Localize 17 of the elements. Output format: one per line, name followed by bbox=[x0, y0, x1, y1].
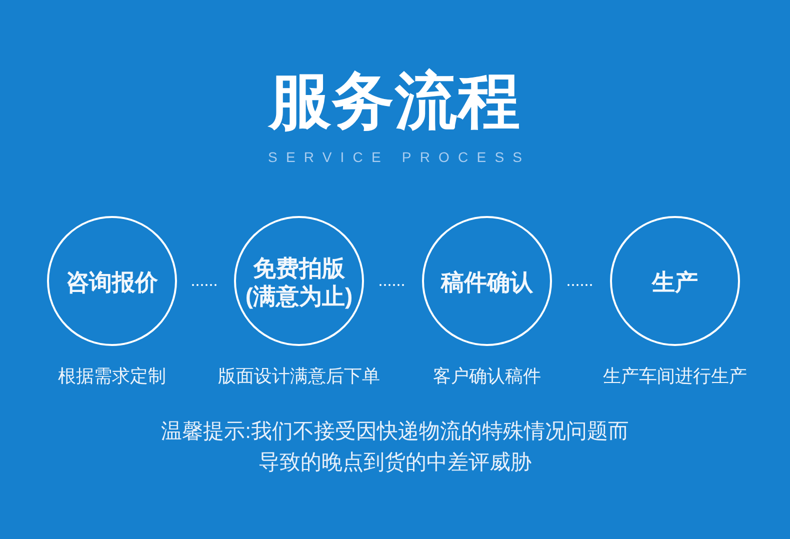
circle bbox=[610, 216, 740, 346]
step-title: 稿件确认 bbox=[441, 268, 533, 296]
circle bbox=[422, 216, 552, 346]
step-caption: 生产车间进行生产 bbox=[603, 366, 747, 388]
dotted-connector bbox=[380, 284, 406, 286]
step-title: 免费拍版(满意为止) bbox=[244, 254, 354, 310]
step-title: 咨询报价 bbox=[66, 268, 158, 296]
step-caption: 版面设计满意后下单 bbox=[218, 366, 380, 388]
circle bbox=[47, 216, 177, 346]
step-caption: 根据需求定制 bbox=[58, 366, 166, 388]
step-caption: 客户确认稿件 bbox=[433, 366, 541, 388]
step-title: 生产 bbox=[652, 268, 698, 296]
notice-text: 温馨提示:我们不接受因快递物流的特殊情况问题而导致的晚点到货的中差评威胁 bbox=[160, 419, 630, 476]
subtitle: SERVICE PROCESS bbox=[267, 150, 531, 164]
dotted-connector bbox=[568, 284, 594, 286]
circle bbox=[234, 216, 364, 346]
dotted-connector bbox=[192, 284, 219, 286]
